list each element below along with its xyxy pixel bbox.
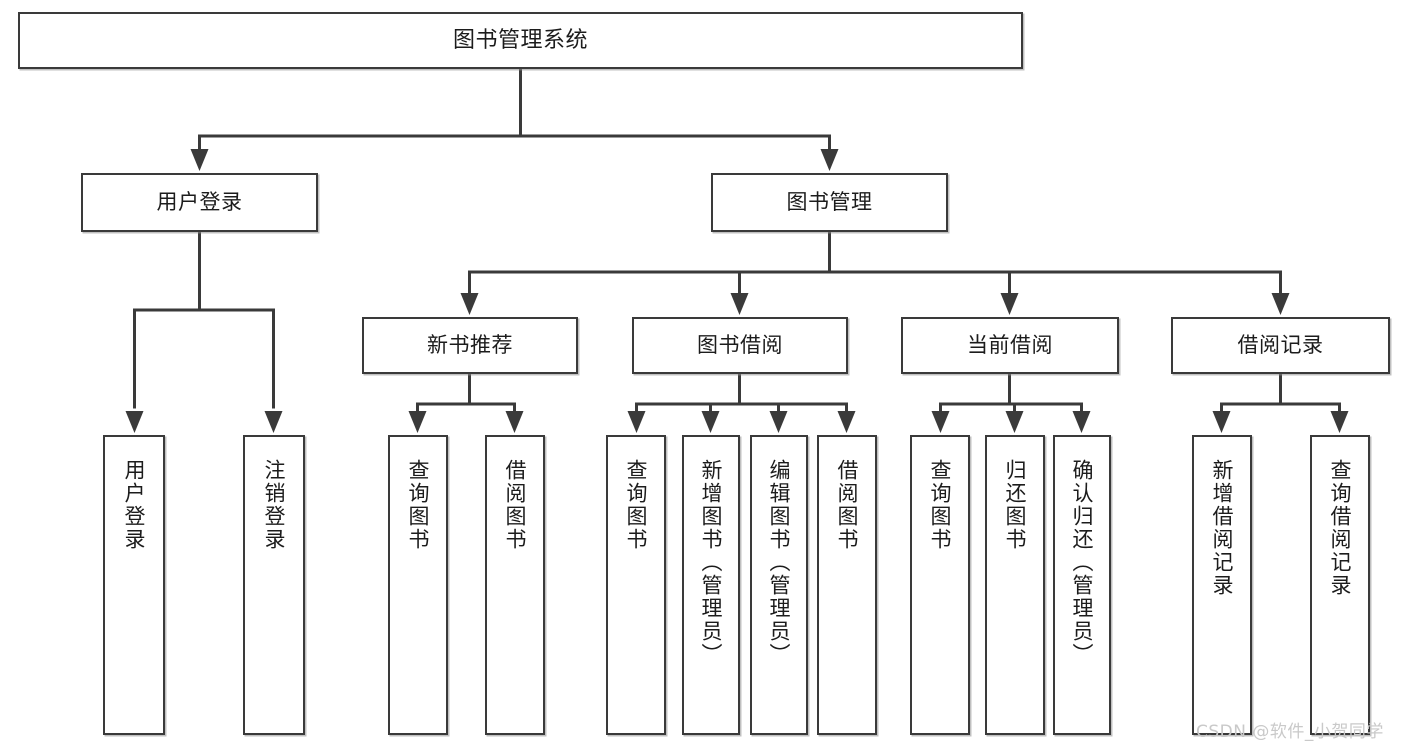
arrow-to-leaf-3 <box>408 411 427 433</box>
node-l2-a[interactable]: 新书推荐 <box>362 317 578 374</box>
node-leaf-5[interactable]: 查询图书 <box>606 435 666 735</box>
node-l2-c[interactable]: 当前借阅 <box>901 317 1119 374</box>
node-label-leaf-4: 借阅图书 <box>503 459 528 551</box>
arrow-to-leaf-8 <box>837 411 856 433</box>
node-leaf-2[interactable]: 注销登录 <box>243 435 305 735</box>
node-label-l1-b: 图书管理 <box>786 190 873 215</box>
node-label-leaf-5: 查询图书 <box>624 459 649 551</box>
node-label-leaf-3: 查询图书 <box>406 459 431 551</box>
arrow-to-leaf-4 <box>505 411 524 433</box>
arrow-to-l1-b <box>820 149 839 171</box>
arrow-to-leaf-1 <box>125 411 144 433</box>
node-leaf-7[interactable]: 编辑图书（管理员） <box>750 435 808 735</box>
node-leaf-12[interactable]: 新增借阅记录 <box>1192 435 1252 735</box>
node-label-l2-a: 新书推荐 <box>427 333 513 358</box>
node-label-leaf-9: 查询图书 <box>928 459 953 551</box>
node-leaf-4[interactable]: 借阅图书 <box>485 435 545 735</box>
node-label-l2-b: 图书借阅 <box>697 333 783 358</box>
node-leaf-8[interactable]: 借阅图书 <box>817 435 877 735</box>
node-leaf-3[interactable]: 查询图书 <box>388 435 448 735</box>
node-label-l2-d: 借阅记录 <box>1237 333 1324 358</box>
node-label-leaf-11: 确认归还（管理员） <box>1070 459 1095 666</box>
arrow-to-leaf-6 <box>701 411 720 433</box>
node-label-leaf-1: 用户登录 <box>122 459 147 551</box>
node-label-leaf-12: 新增借阅记录 <box>1210 459 1235 597</box>
arrow-to-leaf-13 <box>1330 411 1349 433</box>
csdn-watermark: CSDN @软件_小贺同学 <box>1196 722 1384 742</box>
node-l2-b[interactable]: 图书借阅 <box>632 317 848 374</box>
node-label-leaf-13: 查询借阅记录 <box>1328 459 1353 597</box>
arrow-to-l1-a <box>190 149 209 171</box>
node-leaf-6[interactable]: 新增图书（管理员） <box>682 435 740 735</box>
node-leaf-13[interactable]: 查询借阅记录 <box>1310 435 1370 735</box>
node-l1-b[interactable]: 图书管理 <box>711 173 948 232</box>
node-leaf-10[interactable]: 归还图书 <box>985 435 1045 735</box>
node-label-l2-c: 当前借阅 <box>967 333 1053 358</box>
arrow-to-l2-a <box>460 293 479 315</box>
arrow-to-leaf-7 <box>769 411 788 433</box>
node-l1-a[interactable]: 用户登录 <box>81 173 318 232</box>
node-root[interactable]: 图书管理系统 <box>18 12 1023 69</box>
arrow-to-leaf-5 <box>627 411 646 433</box>
arrow-to-leaf-2 <box>264 411 283 433</box>
node-label-leaf-8: 借阅图书 <box>835 459 860 551</box>
node-label-root: 图书管理系统 <box>452 27 588 53</box>
node-leaf-11[interactable]: 确认归还（管理员） <box>1053 435 1111 735</box>
node-label-leaf-7: 编辑图书（管理员） <box>767 459 792 666</box>
node-leaf-9[interactable]: 查询图书 <box>910 435 970 735</box>
node-label-leaf-2: 注销登录 <box>262 459 287 551</box>
node-label-l1-a: 用户登录 <box>156 190 243 215</box>
arrow-to-l2-d <box>1271 293 1290 315</box>
arrow-to-l2-b <box>730 293 749 315</box>
node-l2-d[interactable]: 借阅记录 <box>1171 317 1390 374</box>
node-label-leaf-6: 新增图书（管理员） <box>699 459 724 666</box>
node-label-leaf-10: 归还图书 <box>1003 459 1028 551</box>
arrow-to-leaf-10 <box>1005 411 1024 433</box>
arrow-to-leaf-11 <box>1072 411 1091 433</box>
arrow-to-l2-c <box>1000 293 1019 315</box>
arrow-to-leaf-12 <box>1212 411 1231 433</box>
node-leaf-1[interactable]: 用户登录 <box>103 435 165 735</box>
arrow-to-leaf-9 <box>931 411 950 433</box>
